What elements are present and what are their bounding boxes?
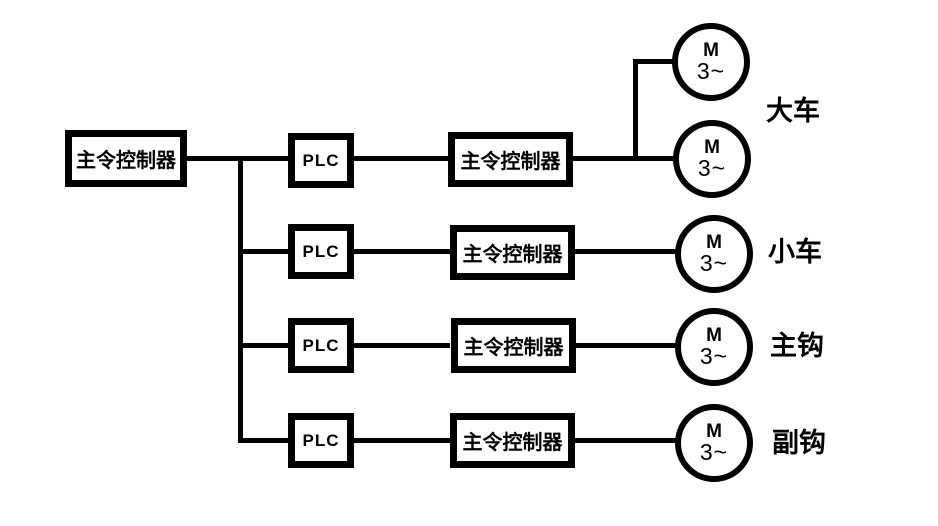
connector-controller4-to-motor4 [573,438,679,443]
plc-label-row2: PLC [302,241,340,261]
group-label-small-car: 小车 [768,237,822,267]
slave-controller-label-row3: 主令控制器 [463,337,564,359]
slave-controller-label-row1: 主令控制器 [460,151,561,173]
motor-phase: 3~ [699,439,729,466]
connector-plc3-to-controller3 [352,343,450,348]
plc-label-row3: PLC [302,335,340,355]
connector-trunk-to-plc2 [238,249,290,254]
connector-trunk-vertical [238,156,243,443]
group-label-aux-hook: 副钩 [772,428,826,458]
connector-trunk-to-plc4 [238,438,290,443]
motor-symbol: M [706,420,722,442]
motor-phase: 3~ [697,155,727,182]
connector-plc2-to-controller2 [352,249,450,254]
motor-row4: M 3~ [675,404,753,482]
plc-box-row2: PLC [288,224,354,279]
slave-controller-label-row4: 主令控制器 [462,432,563,454]
slave-controller-box-row3: 主令控制器 [451,318,576,373]
plc-box-row1: PLC [288,133,354,188]
connector-master-to-plc1 [185,156,290,161]
plc-box-row4: PLC [288,413,354,468]
motor-row2: M 3~ [675,215,753,293]
connector-plc1-to-controller1 [352,156,450,161]
connector-branch-to-motor1a [633,59,677,64]
motor-symbol: M [704,136,720,158]
group-label-big-car: 大车 [766,96,820,126]
motor-phase: 3~ [699,343,729,370]
plc-label-row1: PLC [302,150,340,170]
slave-controller-box-row2: 主令控制器 [450,225,575,280]
motor-symbol: M [706,324,722,346]
slave-controller-label-row2: 主令控制器 [462,244,563,266]
motor-row1-a: M 3~ [672,23,750,101]
connector-plc4-to-controller4 [352,438,450,443]
plc-box-row3: PLC [288,318,354,373]
motor-symbol: M [703,39,719,61]
motor-row3: M 3~ [675,308,753,386]
motor-phase: 3~ [699,250,729,277]
master-controller-label: 主令控制器 [76,150,176,172]
slave-controller-box-row4: 主令控制器 [450,413,575,468]
group-label-main-hook: 主钩 [770,331,824,361]
connector-trunk-to-plc3 [238,343,290,348]
motor-phase: 3~ [696,58,726,85]
slave-controller-box-row1: 主令控制器 [448,132,573,187]
connector-controller2-to-motor2 [573,249,679,254]
motor-symbol: M [706,231,722,253]
plc-label-row4: PLC [302,430,340,450]
master-controller-box: 主令控制器 [65,130,187,187]
motor-row1-b: M 3~ [673,120,751,198]
connector-controller1-to-motor1b [571,156,677,161]
connector-row1-branch-vertical [633,59,638,161]
connector-controller3-to-motor3 [573,343,679,348]
